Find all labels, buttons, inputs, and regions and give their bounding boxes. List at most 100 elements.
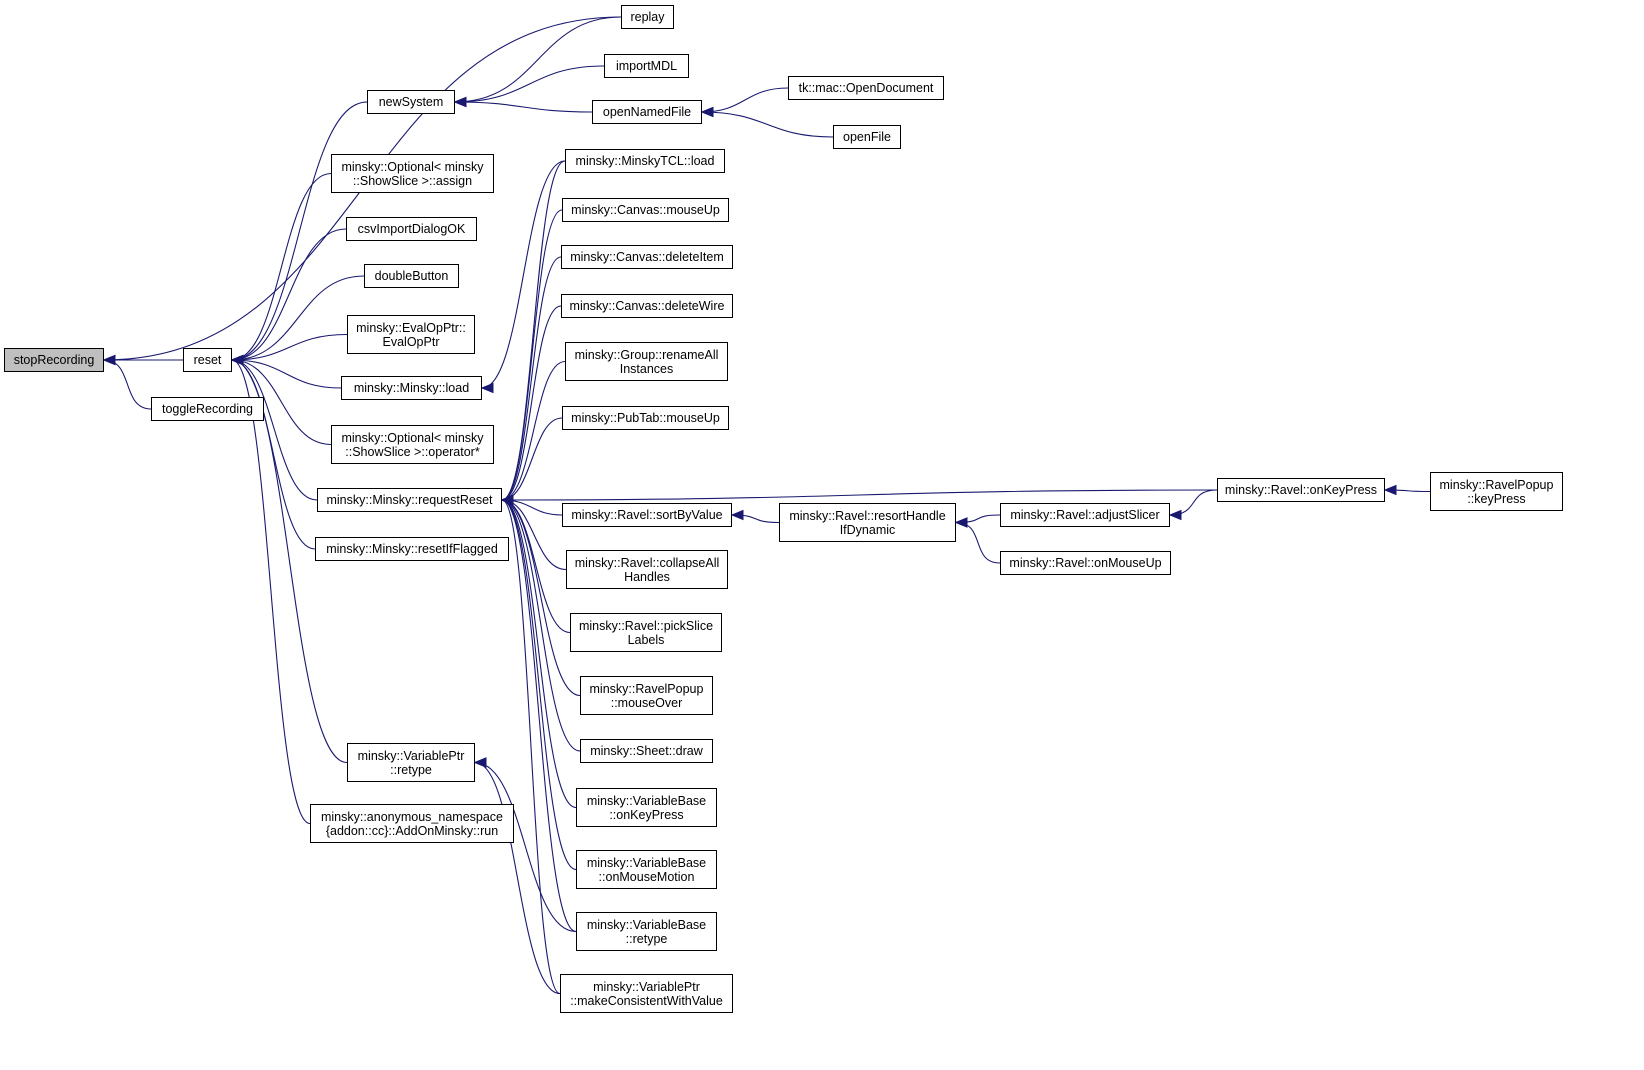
node-label: tk::mac::OpenDocument [798, 81, 934, 95]
node-minsky-load[interactable]: minsky::Minsky::load [341, 376, 482, 400]
edge-reset-if-flagged-to-reset [230, 354, 316, 550]
edge-add-on-minsky-run-to-reset [230, 354, 311, 825]
node-label: replay [630, 10, 665, 24]
node-add-on-minsky-run[interactable]: minsky::anonymous_namespace{addon::cc}::… [310, 804, 514, 843]
node-var-ptr-make-consistent[interactable]: minsky::VariablePtr::makeConsistentWithV… [560, 974, 733, 1013]
node-tk-open-document[interactable]: tk::mac::OpenDocument [788, 76, 944, 100]
node-csv-import-dialog-ok[interactable]: csvImportDialogOK [346, 217, 477, 241]
node-label: minsky::Ravel::onMouseUp [1009, 556, 1162, 570]
node-pub-tab-mouse-up[interactable]: minsky::PubTab::mouseUp [562, 406, 729, 430]
node-label: ::onMouseMotion [598, 869, 695, 884]
edge-toggle-recording-to-stop-recording [102, 354, 152, 410]
node-label: ::retype [390, 762, 432, 777]
node-label: ::ShowSlice >::operator* [345, 444, 480, 459]
node-label: csvImportDialogOK [357, 222, 466, 236]
node-label: stopRecording [13, 353, 95, 367]
node-label: {addon::cc}::AddOnMinsky::run [325, 823, 499, 838]
node-var-base-retype[interactable]: minsky::VariableBase::retype [576, 912, 717, 951]
node-label: minsky::VariableBase [586, 917, 707, 932]
node-label: minsky::Ravel::sortByValue [571, 508, 723, 522]
edge-ravel-on-mouse-up-to-ravel-resort-handle [954, 517, 1001, 564]
node-optional-assign[interactable]: minsky::Optional< minsky::ShowSlice >::a… [331, 154, 494, 193]
node-label: Instances [619, 361, 674, 376]
node-new-system[interactable]: newSystem [367, 90, 455, 114]
node-var-base-on-key-press[interactable]: minsky::VariableBase::onKeyPress [576, 788, 717, 827]
edge-group-rename-all-to-request-reset [500, 360, 566, 506]
edge-ravel-popup-key-press-to-ravel-on-key-press [1383, 484, 1431, 496]
node-stop-recording[interactable]: stopRecording [4, 348, 104, 372]
node-reset-if-flagged[interactable]: minsky::Minsky::resetIfFlagged [315, 537, 509, 561]
node-label: minsky::Minsky::load [353, 381, 470, 395]
node-label: minsky::RavelPopup [1439, 477, 1554, 492]
node-label: newSystem [378, 95, 444, 109]
edge-request-reset-to-reset [230, 354, 318, 501]
edge-eval-op-ptr-to-reset [230, 333, 348, 366]
node-optional-operator[interactable]: minsky::Optional< minsky::ShowSlice >::o… [331, 425, 494, 464]
node-canvas-delete-item[interactable]: minsky::Canvas::deleteItem [561, 245, 733, 269]
node-ravel-popup-mouse-over[interactable]: minsky::RavelPopup::mouseOver [580, 676, 713, 715]
node-import-mdl[interactable]: importMDL [604, 54, 689, 78]
node-open-named-file[interactable]: openNamedFile [592, 100, 702, 124]
node-ravel-sort-by-value[interactable]: minsky::Ravel::sortByValue [562, 503, 732, 527]
node-label: ::retype [625, 931, 668, 946]
edge-csv-import-dialog-ok-to-reset [230, 228, 347, 366]
node-canvas-mouse-up[interactable]: minsky::Canvas::mouseUp [562, 198, 729, 222]
node-label: Handles [624, 569, 670, 584]
node-label: ::ShowSlice >::assign [352, 173, 473, 188]
edge-import-mdl-to-new-system [453, 65, 605, 108]
node-label: openFile [843, 130, 891, 144]
node-ravel-adjust-slicer[interactable]: minsky::Ravel::adjustSlicer [1000, 503, 1170, 527]
node-open-file[interactable]: openFile [833, 125, 901, 149]
node-minsky-tcl-load[interactable]: minsky::MinskyTCL::load [565, 149, 725, 173]
node-label: minsky::Optional< minsky [341, 430, 484, 445]
node-ravel-on-key-press[interactable]: minsky::Ravel::onKeyPress [1217, 478, 1385, 502]
node-reset[interactable]: reset [183, 348, 232, 372]
node-label: minsky::PubTab::mouseUp [571, 411, 720, 425]
node-label: minsky::EvalOpPtr:: [356, 320, 466, 335]
node-label: minsky::Ravel::pickSlice [578, 618, 714, 633]
node-label: IfDynamic [839, 522, 896, 537]
edge-ravel-pick-slice-to-request-reset [500, 494, 571, 634]
node-label: toggleRecording [161, 402, 254, 416]
node-canvas-delete-wire[interactable]: minsky::Canvas::deleteWire [561, 294, 733, 318]
node-label: reset [193, 353, 222, 367]
node-label: minsky::RavelPopup [589, 681, 704, 696]
node-toggle-recording[interactable]: toggleRecording [151, 397, 264, 421]
node-label: minsky::Ravel::onKeyPress [1224, 483, 1378, 497]
node-label: minsky::Minsky::resetIfFlagged [326, 542, 498, 556]
node-label: minsky::Ravel::adjustSlicer [1010, 508, 1160, 522]
node-label: ::keyPress [1467, 491, 1526, 506]
node-label: minsky::Canvas::mouseUp [571, 203, 720, 217]
node-label: minsky::Ravel::resortHandle [789, 508, 946, 523]
node-label: Labels [627, 632, 665, 647]
node-label: minsky::VariablePtr [357, 748, 465, 763]
node-label: openNamedFile [602, 105, 692, 119]
node-request-reset[interactable]: minsky::Minsky::requestReset [317, 488, 502, 512]
edge-open-named-file-to-new-system [453, 96, 593, 113]
node-label: minsky::anonymous_namespace [320, 809, 504, 824]
node-label: minsky::VariableBase [586, 793, 707, 808]
edge-var-base-retype-to-request-reset [500, 494, 577, 933]
node-var-base-on-mouse-motion[interactable]: minsky::VariableBase::onMouseMotion [576, 850, 717, 889]
node-replay[interactable]: replay [621, 5, 674, 29]
node-double-button[interactable]: doubleButton [364, 264, 459, 288]
node-label: EvalOpPtr [382, 334, 440, 349]
edge-ravel-resort-handle-to-ravel-sort-by-value [730, 509, 780, 524]
node-variable-ptr-retype[interactable]: minsky::VariablePtr::retype [347, 743, 475, 782]
edge-minsky-tcl-load-to-minsky-load [480, 160, 566, 394]
node-sheet-draw[interactable]: minsky::Sheet::draw [580, 739, 713, 763]
edge-optional-assign-to-reset [230, 172, 332, 366]
node-label: ::makeConsistentWithValue [570, 993, 723, 1008]
node-ravel-popup-key-press[interactable]: minsky::RavelPopup::keyPress [1430, 472, 1563, 511]
edge-var-ptr-make-consistent-to-request-reset [500, 494, 561, 995]
node-label: minsky::Minsky::requestReset [326, 493, 493, 507]
node-eval-op-ptr[interactable]: minsky::EvalOpPtr::EvalOpPtr [347, 315, 475, 354]
node-label: minsky::MinskyTCL::load [575, 154, 715, 168]
node-label: minsky::Sheet::draw [590, 744, 703, 758]
node-label: importMDL [615, 59, 678, 73]
node-ravel-on-mouse-up[interactable]: minsky::Ravel::onMouseUp [1000, 551, 1171, 575]
